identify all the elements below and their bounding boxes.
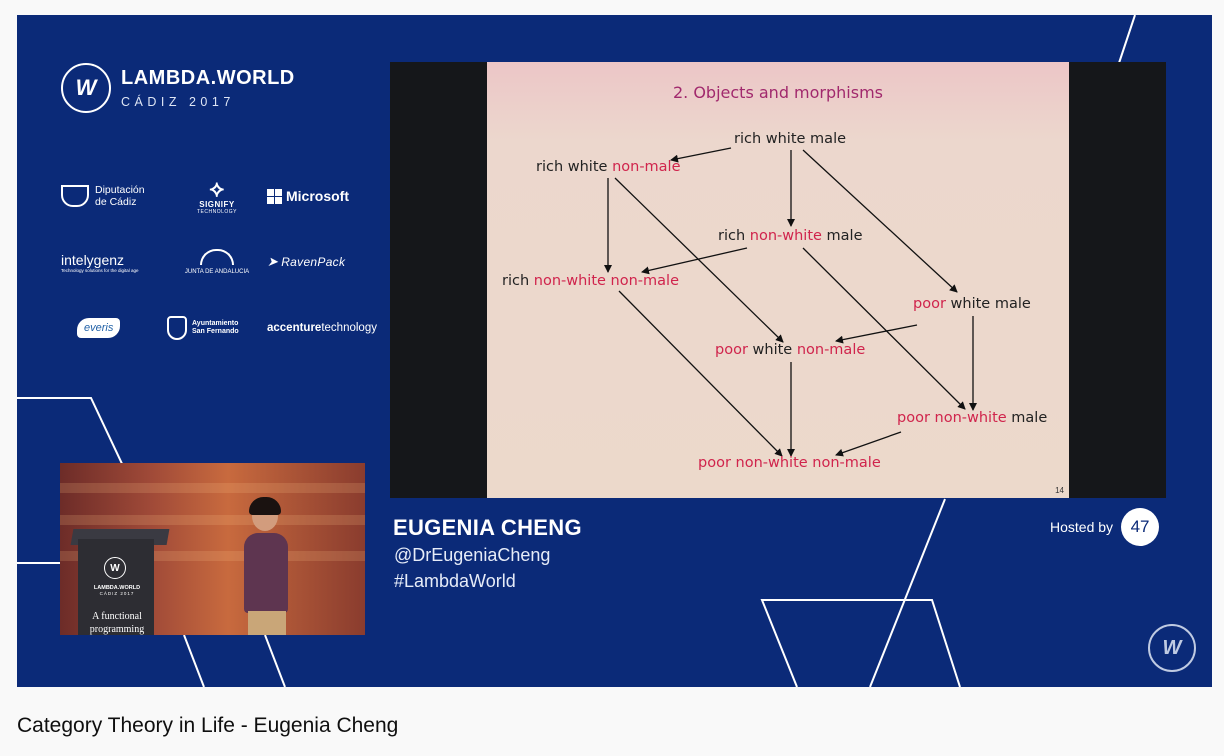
node-text-part: non-white (749, 228, 822, 244)
junta-arch-icon (200, 249, 234, 265)
windows-logo-icon (267, 188, 282, 204)
node-text-part: non-male (796, 342, 866, 358)
node-rich-non-white-non-male: rich non-white non-male (502, 273, 679, 289)
slide-page-number: 14 (1055, 486, 1064, 495)
sponsor-logos: Diputación de Cádiz ⟡ SIGNIFY TECHNOLOGY… (61, 163, 377, 361)
host-47-logo-icon: 47 (1121, 508, 1160, 546)
speaker-figure (244, 533, 288, 613)
video-title: Category Theory in Life - Eugenia Cheng (17, 714, 399, 737)
sponsor-accenture-bold: accenture (267, 322, 322, 334)
node-rich-white-non-male: rich white non-male (536, 159, 681, 175)
ayuntamiento-shield-icon (167, 316, 187, 340)
ravenpack-arrow-icon: ➤ (267, 254, 279, 269)
sponsor-intelygenz: intelygenz Technology solutions for the … (61, 252, 167, 273)
arrow (641, 247, 748, 275)
slide-arrows (604, 147, 977, 457)
node-text-part: rich white male (734, 131, 847, 147)
hosted-by-label: Hosted by (1050, 519, 1114, 535)
arrow (802, 149, 958, 293)
speaker-camera-feed: W LAMBDA.WORLD CÁDIZ 2017 A functional p… (60, 463, 365, 635)
event-hashtag: #LambdaWorld (394, 571, 516, 591)
node-text-part: white (747, 342, 797, 358)
node-poor-white-non-male: poor white non-male (715, 342, 865, 358)
arrow (670, 147, 732, 163)
sponsor-signify-sub: TECHNOLOGY (196, 208, 237, 215)
sponsor-diputacion-text: Diputación de Cádiz (95, 183, 145, 208)
lambda-world-logo-icon: W (61, 63, 111, 113)
slide-title: 2. Objects and morphisms (672, 83, 884, 102)
node-text-part: male (821, 228, 863, 244)
speaker-hair (249, 497, 281, 515)
arrow (835, 324, 918, 344)
event-edition: CÁDIZ 2017 (121, 95, 235, 109)
sponsor-intelygenz-tagline: Technology solutions for the digital age (61, 267, 139, 273)
node-text-part: rich white (536, 159, 613, 175)
hosted-by: Hosted by 47 (1050, 508, 1160, 546)
sponsor-ayuntamiento: Ayuntamiento San Fernando (167, 316, 267, 340)
node-text-part: rich (502, 273, 534, 289)
sponsor-ravenpack-text: RavenPack (281, 255, 346, 269)
event-name: LAMBDA.WORLD (121, 67, 295, 89)
sponsor-ravenpack: ➤ RavenPack (267, 254, 371, 270)
event-brand: W LAMBDA.WORLD CÁDIZ 2017 (61, 63, 295, 113)
sponsor-junta-text: JUNTA DE ANDALUCIA (184, 269, 250, 275)
sponsor-accenture-rest: technology (321, 322, 377, 334)
sponsor-microsoft-text: Microsoft (286, 188, 349, 204)
podium (78, 539, 154, 635)
arrow (614, 177, 784, 343)
arrow (835, 431, 902, 457)
sponsor-junta: JUNTA DE ANDALUCIA (167, 249, 267, 275)
sponsor-intelygenz-text: intelygenz (61, 251, 125, 268)
presentation-slide: 2. Objects and morphisms (487, 62, 1069, 498)
sponsor-signify: ⟡ SIGNIFY TECHNOLOGY (167, 175, 267, 215)
node-rich-non-white-male: rich non-white male (718, 228, 863, 244)
arrow (618, 290, 783, 457)
node-text-part: male (1006, 410, 1048, 426)
podium-logo-icon: W (104, 557, 126, 579)
diputacion-emblem-icon (61, 185, 89, 207)
sponsor-ayuntamiento-text: Ayuntamiento San Fernando (192, 320, 239, 335)
node-poor-non-white-non-male: poor non-white non-male (698, 455, 881, 471)
slide-frame: 2. Objects and morphisms (390, 62, 1166, 498)
sponsor-microsoft: Microsoft (267, 188, 371, 204)
node-text-part: non-white non-male (533, 273, 679, 289)
video-player[interactable]: W LAMBDA.WORLD CÁDIZ 2017 Diputación de … (17, 15, 1212, 687)
node-poor-white-male: poor white male (913, 296, 1031, 312)
speaker-handle: @DrEugeniaCheng (394, 545, 551, 565)
sponsor-everis: everis (61, 318, 167, 338)
speaker-legs (248, 611, 286, 635)
speaker-name: EUGENIA CHENG (393, 515, 582, 540)
node-rich-white-male: rich white male (734, 131, 846, 147)
podium-event-edition: CÁDIZ 2017 (99, 591, 135, 596)
node-text-part: non-male (612, 159, 681, 175)
sponsor-signify-text: SIGNIFY (199, 199, 235, 209)
node-text-part: rich (718, 228, 750, 244)
sponsor-everis-text: everis (77, 318, 121, 338)
podium-text: A functional programming (89, 611, 145, 635)
node-poor-non-white-male: poor non-white male (897, 410, 1047, 426)
arrow (802, 247, 966, 410)
node-text-part: poor (715, 342, 748, 358)
podium-event-name: LAMBDA.WORLD (93, 585, 141, 591)
channel-watermark-icon[interactable]: W (1148, 624, 1196, 672)
node-text-part: poor non-white non-male (698, 455, 881, 471)
node-text-part: white male (945, 296, 1031, 312)
node-text-part: poor non-white (897, 410, 1007, 426)
sponsor-diputacion: Diputación de Cádiz (61, 184, 167, 208)
signify-logo-icon: ⟡ (209, 175, 225, 201)
node-text-part: poor (913, 296, 946, 312)
